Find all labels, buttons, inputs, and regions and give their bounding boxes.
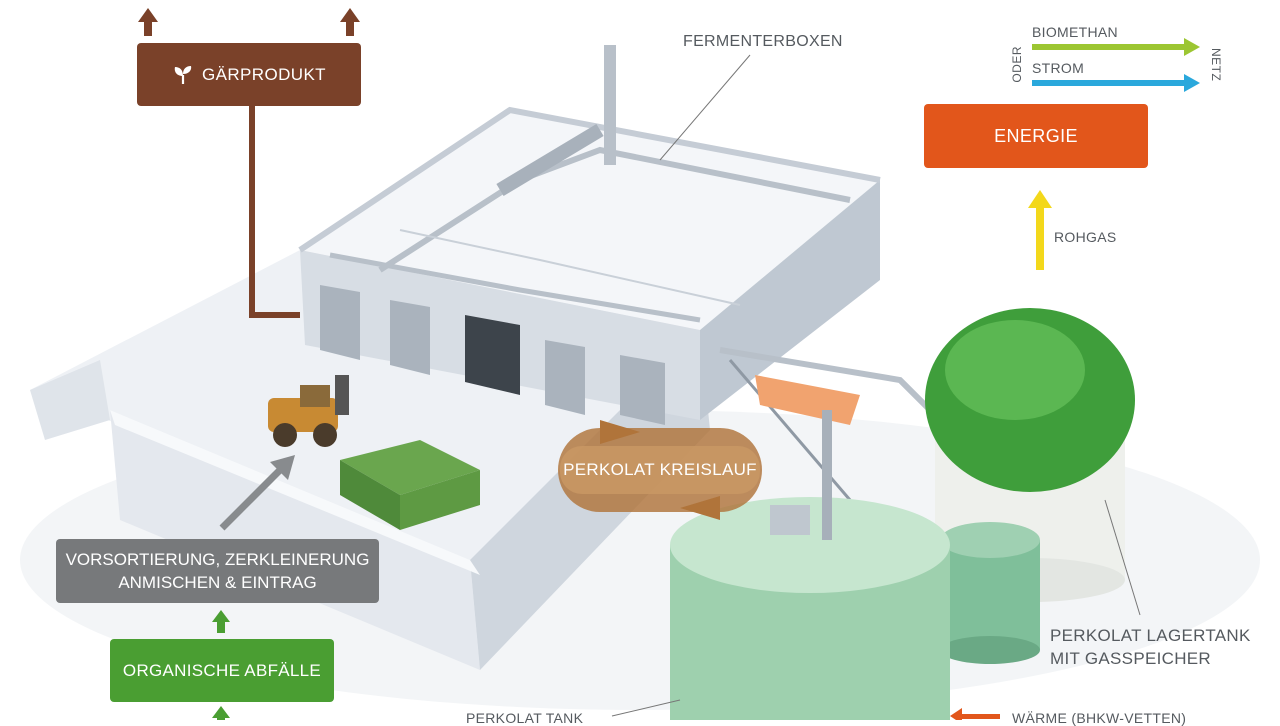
organische-label: ORGANISCHE ABFÄLLE	[122, 660, 322, 680]
gaerprodukt-line	[249, 105, 300, 318]
wheel-loader	[268, 375, 349, 447]
fermenterboxen-leader	[659, 54, 751, 161]
strom-label: STROM	[1032, 60, 1085, 76]
energie-box: ENERGIE	[924, 104, 1148, 168]
rohgas-arrow	[1028, 190, 1052, 270]
oder-label: ODER	[1010, 46, 1024, 83]
small-tank	[940, 522, 1040, 664]
waerme-label: WÄRME (BHKW-VETTEN)	[1012, 710, 1187, 726]
perkolat-kreislauf-loop	[558, 420, 762, 520]
fermenterboxen-label: FERMENTERBOXEN	[683, 33, 843, 50]
gaerprodukt-label: GÄRPRODUKT	[202, 64, 326, 84]
vorsortierung-line2: ANMISCHEN & EINTRAG	[118, 573, 317, 592]
perkolat-tank-label: PERKOLAT TANK	[466, 710, 584, 726]
perkolat-kreislauf-label: PERKOLAT KREISLAUF	[563, 460, 757, 479]
vorsortierung-box: VORSORTIERUNG, ZERKLEINERUNG ANMISCHEN &…	[56, 539, 379, 603]
perkolat-tank	[670, 420, 950, 720]
gaerprodukt-up-arrows	[138, 8, 360, 36]
biomethan-arrow	[1032, 38, 1200, 56]
vorsortierung-line1: VORSORTIERUNG, ZERKLEINERUNG	[65, 550, 370, 569]
green-containers	[340, 440, 480, 530]
gaerprodukt-box: GÄRPRODUKT	[137, 43, 361, 106]
lagertank-label-line2: MIT GASSPEICHER	[1050, 649, 1211, 668]
fermenter-building	[298, 45, 881, 425]
waerme-arrow	[950, 708, 1000, 720]
organische-abfaelle-box: ORGANISCHE ABFÄLLE	[110, 639, 334, 702]
sprout-icon	[174, 65, 192, 84]
lagertank-label-line1: PERKOLAT LAGERTANK	[1050, 626, 1251, 645]
lagertank-leader	[1104, 499, 1141, 616]
biomethan-label: BIOMETHAN	[1032, 24, 1118, 40]
energie-label: ENERGIE	[994, 125, 1078, 146]
organic-up-arrows	[212, 610, 230, 720]
intake-arrow	[219, 455, 295, 531]
netz-label: NETZ	[1209, 48, 1223, 82]
rohgas-label: ROHGAS	[1054, 229, 1117, 245]
strom-arrow	[1032, 74, 1200, 92]
perkolattank-leader	[611, 699, 681, 717]
